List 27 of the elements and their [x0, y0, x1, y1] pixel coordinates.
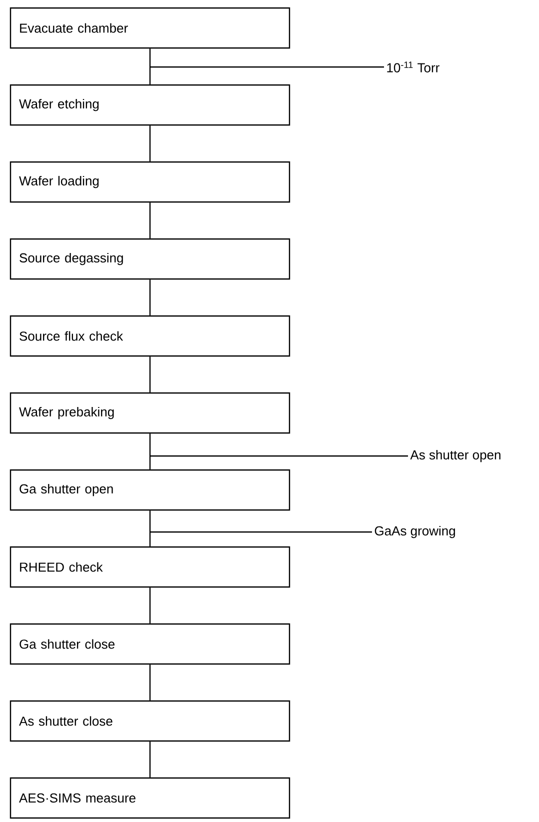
process-box: AES·SIMS measure	[10, 777, 290, 819]
process-box: Ga shutter close	[10, 623, 290, 665]
process-box: Wafer prebaking	[10, 392, 290, 434]
process-box: Ga shutter open	[10, 469, 290, 511]
process-box: RHEED check	[10, 546, 290, 588]
process-box: Source degassing	[10, 238, 290, 280]
connector-line	[149, 588, 151, 624]
connector-line	[149, 742, 151, 778]
process-box: Wafer etching	[10, 84, 290, 126]
process-box: Wafer loading	[10, 161, 290, 203]
connector-line	[149, 202, 151, 238]
leader-line	[150, 455, 408, 457]
annotation-text: GaAs growing	[374, 526, 455, 538]
connector-line	[149, 280, 151, 316]
process-box: As shutter close	[10, 700, 290, 742]
connector-line	[149, 126, 151, 162]
annotation-text: 10$^{-11}$ Torr	[387, 62, 440, 72]
leader-line	[150, 531, 372, 533]
connector-line	[149, 48, 151, 84]
connector-line	[149, 434, 151, 470]
leader-line	[150, 66, 384, 68]
connector-line	[149, 356, 151, 392]
process-box: Evacuate chamber	[10, 7, 290, 49]
process-box: Source flux check	[10, 315, 290, 357]
connector-line	[149, 664, 151, 700]
connector-line	[149, 510, 151, 546]
annotation-text: As shutter open	[410, 450, 500, 462]
